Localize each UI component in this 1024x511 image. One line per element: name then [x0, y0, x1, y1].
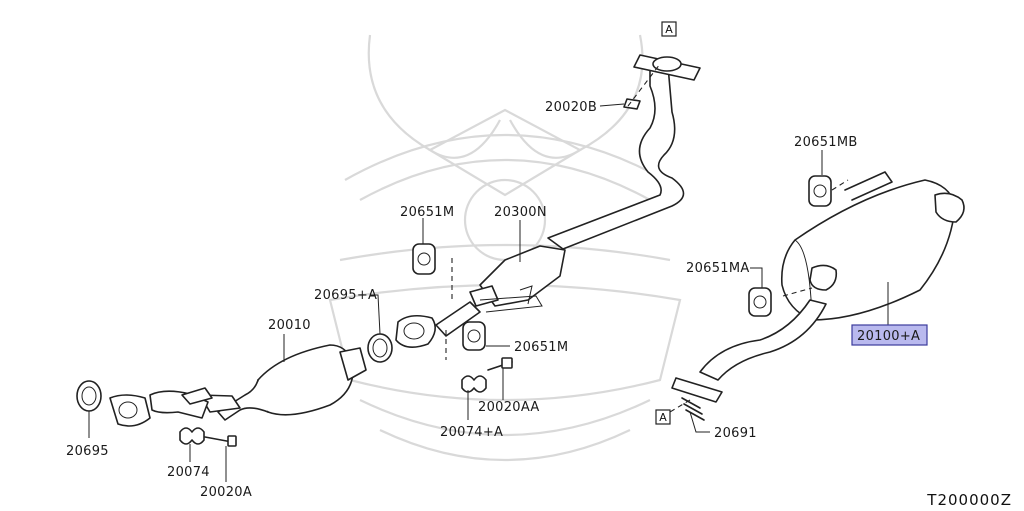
part-label-20020aa[interactable]: 20020AA [478, 400, 540, 415]
part-label-20100a[interactable]: 20100+A [857, 329, 920, 344]
catalytic-converter [109, 344, 367, 427]
center-pipe [395, 245, 566, 348]
front-pipe-upper [547, 54, 701, 250]
part-label-20695a[interactable]: 20695+A [314, 288, 377, 303]
diagram-code: T200000Z [927, 491, 1012, 509]
part-label-20695[interactable]: 20695 [66, 444, 109, 459]
part-label-20651m-top[interactable]: 20651M [400, 205, 454, 220]
gaskets [76, 333, 393, 412]
part-label-20074a[interactable]: 20074+A [440, 425, 503, 440]
part-label-20020b[interactable]: 20020B [545, 100, 597, 115]
reference-mark-top: A [661, 21, 677, 37]
part-label-20651m-bottom[interactable]: 20651M [514, 340, 568, 355]
part-label-20300n[interactable]: 20300N [494, 205, 547, 220]
part-label-20020a[interactable]: 20020A [200, 485, 252, 500]
reference-mark-top-label: A [665, 23, 673, 36]
rubber-mounts [412, 175, 832, 351]
part-label-20651mb[interactable]: 20651MB [794, 135, 858, 150]
part-label-20691[interactable]: 20691 [714, 426, 757, 441]
reference-mark-bottom-label: A [659, 411, 667, 424]
selected-part-highlight [851, 324, 928, 346]
part-label-20010[interactable]: 20010 [268, 318, 311, 333]
alignment-lines [445, 63, 849, 416]
part-label-20651ma[interactable]: 20651MA [686, 261, 750, 276]
reference-mark-bottom: A [655, 409, 671, 425]
main-muffler [671, 171, 965, 403]
part-labels: 20020B 20651MB 20651M 20300N 20651MA 206… [66, 100, 920, 500]
part-label-20074[interactable]: 20074 [167, 465, 210, 480]
springs-bolts [179, 357, 705, 447]
